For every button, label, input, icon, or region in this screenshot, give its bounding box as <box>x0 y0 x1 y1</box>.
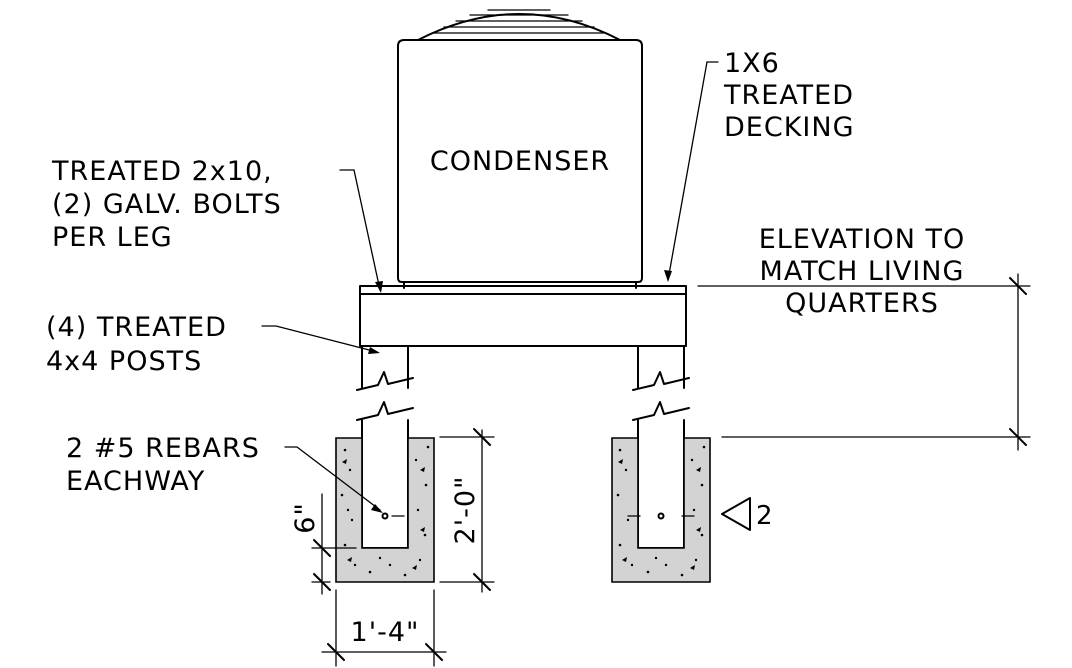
embed-dimension-text: 6" <box>290 502 321 534</box>
deck-platform <box>359 285 687 347</box>
condenser-fan-dome <box>417 9 621 41</box>
depth-dimension-text: 2'-0" <box>450 476 481 545</box>
left-footing <box>335 437 435 583</box>
posts-leader: (4) TREATED 4x4 POSTS <box>46 312 380 377</box>
joist-label-line3: PER LEG <box>52 222 173 253</box>
decking-label-line3: DECKING <box>724 112 855 143</box>
elevation-label-line3: QUARTERS <box>785 288 939 319</box>
joist-label-line2: (2) GALV. BOLTS <box>52 189 282 220</box>
joist-leader: TREATED 2x10, (2) GALV. BOLTS PER LEG <box>51 156 383 293</box>
posts-label-line2: 4x4 POSTS <box>46 346 202 377</box>
decking-label-line2: TREATED <box>723 80 854 111</box>
section-marker-number: 2 <box>756 501 774 531</box>
rebar-label-line1: 2 #5 REBARS <box>66 433 260 464</box>
width-dimension-text: 1'-4" <box>351 617 420 648</box>
depth-dimension: 2'-0" <box>439 428 495 593</box>
posts-label-line1: (4) TREATED <box>46 312 227 343</box>
elevation-label-line2: MATCH LIVING <box>760 256 965 287</box>
right-footing <box>611 437 711 583</box>
section-marker: 2 <box>721 497 774 531</box>
width-dimension: 1'-4" <box>321 589 447 667</box>
embed-dimension: 6" <box>290 493 357 595</box>
rebar-leader: 2 #5 REBARS EACHWAY <box>66 433 383 513</box>
decking-label-line1: 1X6 <box>724 48 780 79</box>
rebar-label-line2: EACHWAY <box>66 466 205 497</box>
elevation-label-line1: ELEVATION TO <box>759 224 966 255</box>
condenser-unit: CONDENSER <box>397 39 643 289</box>
decking-leader: 1X6 TREATED DECKING <box>664 48 855 282</box>
elevation-dimension: ELEVATION TO MATCH LIVING QUARTERS <box>697 224 1031 451</box>
joist-label-line1: TREATED 2x10, <box>51 156 273 187</box>
condenser-label: CONDENSER <box>430 146 610 177</box>
